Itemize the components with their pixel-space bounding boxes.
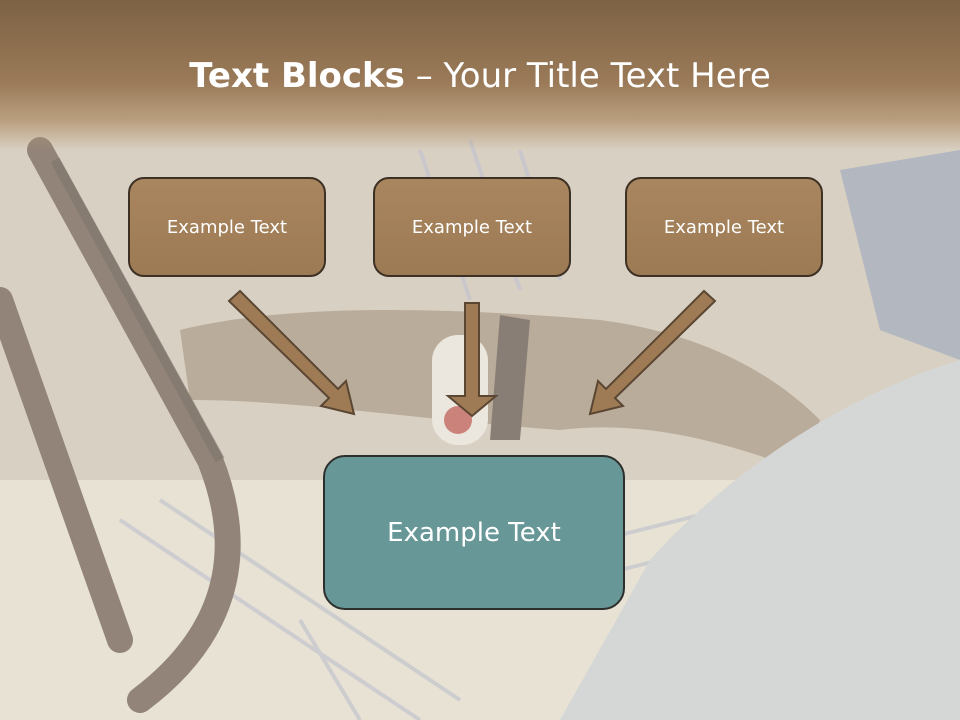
slide-title: Text Blocks – Your Title Text Here bbox=[0, 52, 960, 100]
title-band bbox=[0, 0, 960, 150]
text-block-3[interactable]: Example Text bbox=[625, 177, 823, 277]
title-normal: Your Title Text Here bbox=[443, 56, 771, 96]
text-block-1-label: Example Text bbox=[166, 216, 288, 238]
title-bold: Text Blocks bbox=[189, 56, 405, 96]
text-block-1[interactable]: Example Text bbox=[128, 177, 326, 277]
title-separator: – bbox=[404, 56, 444, 96]
text-block-result-label: Example Text bbox=[387, 517, 561, 548]
arrow-left bbox=[227, 289, 356, 416]
text-block-result[interactable]: Example Text bbox=[323, 455, 625, 610]
text-block-2-label: Example Text bbox=[411, 216, 533, 238]
text-block-3-label: Example Text bbox=[663, 216, 785, 238]
arrow-middle bbox=[445, 302, 499, 418]
text-block-2[interactable]: Example Text bbox=[373, 177, 571, 277]
arrow-right bbox=[588, 289, 717, 416]
